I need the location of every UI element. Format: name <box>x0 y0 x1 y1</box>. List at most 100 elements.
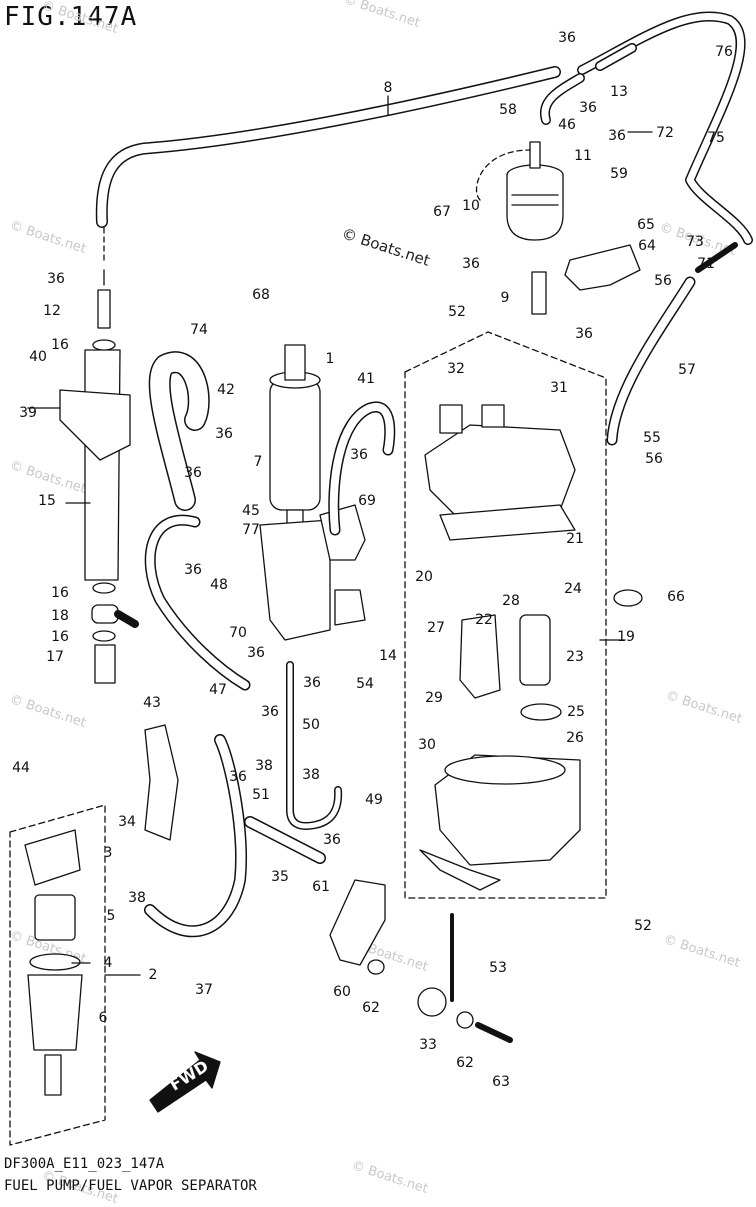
part-callout-67: 67 <box>433 204 451 220</box>
part-callout-22: 22 <box>475 612 493 628</box>
part-callout-62: 62 <box>362 1000 380 1016</box>
part-callout-40: 40 <box>29 349 47 365</box>
part-callout-37: 37 <box>195 982 213 998</box>
part-callout-65: 65 <box>637 217 655 233</box>
part-callout-39: 39 <box>19 405 37 421</box>
part-callout-64: 64 <box>638 238 656 254</box>
part-callout-21: 21 <box>566 531 584 547</box>
part-callout-16: 16 <box>51 629 69 645</box>
part-callout-36: 36 <box>229 769 247 785</box>
part-callout-29: 29 <box>425 690 443 706</box>
part-callout-13: 13 <box>610 84 628 100</box>
part-callout-60: 60 <box>333 984 351 1000</box>
part-callout-24: 24 <box>564 581 582 597</box>
part-callout-27: 27 <box>427 620 445 636</box>
part-callout-36: 36 <box>462 256 480 272</box>
part-callout-36: 36 <box>579 100 597 116</box>
part-callout-55: 55 <box>643 430 661 446</box>
part-callout-18: 18 <box>51 608 69 624</box>
part-callout-36: 36 <box>247 645 265 661</box>
part-callout-34: 34 <box>118 814 136 830</box>
part-callout-36: 36 <box>608 128 626 144</box>
part-callout-14: 14 <box>379 648 397 664</box>
part-callout-71: 71 <box>697 256 715 272</box>
part-callout-16: 16 <box>51 337 69 353</box>
part-callout-2: 2 <box>148 967 158 983</box>
part-callout-47: 47 <box>209 682 227 698</box>
part-callout-66: 66 <box>667 589 685 605</box>
part-callout-36: 36 <box>303 675 321 691</box>
part-callout-70: 70 <box>229 625 247 641</box>
part-callout-77: 77 <box>242 522 260 538</box>
part-callout-36: 36 <box>184 562 202 578</box>
part-callout-36: 36 <box>261 704 279 720</box>
part-callout-28: 28 <box>502 593 520 609</box>
part-callout-9: 9 <box>500 290 510 306</box>
part-callout-33: 33 <box>419 1037 437 1053</box>
part-callout-69: 69 <box>358 493 376 509</box>
figure-code: DF300A_E11_023_147A <box>4 1156 165 1172</box>
part-callout-3: 3 <box>103 845 113 861</box>
part-callout-68: 68 <box>252 287 270 303</box>
part-callout-56: 56 <box>645 451 663 467</box>
part-callout-1: 1 <box>325 351 335 367</box>
part-callout-74: 74 <box>190 322 208 338</box>
part-callout-30: 30 <box>418 737 436 753</box>
part-callout-41: 41 <box>357 371 375 387</box>
part-callout-6: 6 <box>98 1010 108 1026</box>
part-callout-25: 25 <box>567 704 585 720</box>
part-callout-36: 36 <box>350 447 368 463</box>
part-callout-15: 15 <box>38 493 56 509</box>
part-callout-26: 26 <box>566 730 584 746</box>
part-callout-36: 36 <box>184 465 202 481</box>
part-callout-50: 50 <box>302 717 320 733</box>
part-callout-8: 8 <box>383 80 393 96</box>
part-callout-72: 72 <box>656 125 674 141</box>
part-callout-11: 11 <box>574 148 592 164</box>
part-callout-58: 58 <box>499 102 517 118</box>
part-callout-48: 48 <box>210 577 228 593</box>
part-callout-36: 36 <box>47 271 65 287</box>
figure-title: FIG.147A <box>4 2 138 32</box>
part-callout-5: 5 <box>106 908 116 924</box>
part-callout-38: 38 <box>128 890 146 906</box>
part-callout-23: 23 <box>566 649 584 665</box>
part-callout-35: 35 <box>271 869 289 885</box>
part-callout-7: 7 <box>253 454 263 470</box>
part-callout-57: 57 <box>678 362 696 378</box>
part-callout-20: 20 <box>415 569 433 585</box>
part-callout-12: 12 <box>43 303 61 319</box>
part-callout-36: 36 <box>323 832 341 848</box>
part-callout-10: 10 <box>462 198 480 214</box>
part-callout-52: 52 <box>634 918 652 934</box>
part-callout-46: 46 <box>558 117 576 133</box>
part-callout-76: 76 <box>715 44 733 60</box>
part-callout-52: 52 <box>448 304 466 320</box>
part-callout-51: 51 <box>252 787 270 803</box>
part-callout-36: 36 <box>575 326 593 342</box>
part-callout-4: 4 <box>103 955 113 971</box>
part-callout-38: 38 <box>255 758 273 774</box>
part-callout-44: 44 <box>12 760 30 776</box>
part-callout-49: 49 <box>365 792 383 808</box>
part-callout-38: 38 <box>302 767 320 783</box>
part-callout-43: 43 <box>143 695 161 711</box>
part-callout-36: 36 <box>215 426 233 442</box>
part-callout-36: 36 <box>558 30 576 46</box>
figure-caption: FUEL PUMP/FUEL VAPOR SEPARATOR <box>4 1178 257 1194</box>
part-callout-54: 54 <box>356 676 374 692</box>
part-callout-53: 53 <box>489 960 507 976</box>
part-callout-61: 61 <box>312 879 330 895</box>
part-callout-63: 63 <box>492 1074 510 1090</box>
part-callout-17: 17 <box>46 649 64 665</box>
part-callout-62: 62 <box>456 1055 474 1071</box>
part-callout-59: 59 <box>610 166 628 182</box>
part-callout-42: 42 <box>217 382 235 398</box>
part-callout-31: 31 <box>550 380 568 396</box>
part-callout-45: 45 <box>242 503 260 519</box>
part-callout-56: 56 <box>654 273 672 289</box>
part-callout-19: 19 <box>617 629 635 645</box>
part-callout-73: 73 <box>686 234 704 250</box>
part-callout-16: 16 <box>51 585 69 601</box>
